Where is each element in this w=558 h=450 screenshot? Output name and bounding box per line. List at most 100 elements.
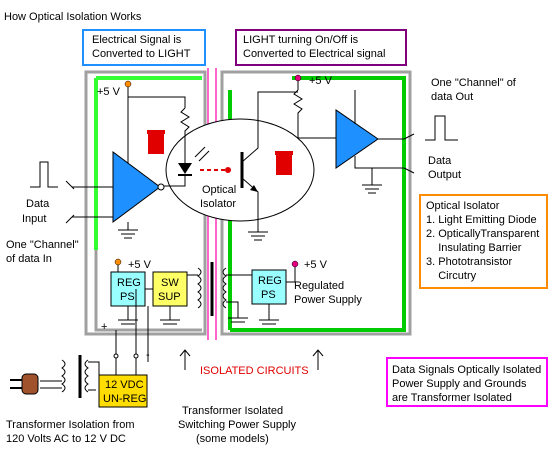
switching-iso-line3: (some models) <box>196 433 269 445</box>
summary-line3: are Transformer Isolated <box>392 392 512 404</box>
pullup-resistor <box>293 89 303 138</box>
barrier-block-right-cap <box>275 151 293 155</box>
regulated-supply-line2: Power Supply <box>294 294 362 306</box>
data-output-line2: Output <box>428 169 461 181</box>
legend-item-2: 2. OpticallyTransparent <box>426 228 539 240</box>
callout-electrical-line2: Converted to LIGHT <box>92 48 191 60</box>
transformer-iso-line2: 120 Volts AC to 12 V DC <box>6 433 126 445</box>
ground-icon <box>118 229 138 239</box>
led-diode <box>178 163 192 174</box>
sw-sup-line2: SUP <box>158 291 181 303</box>
reg-right-out-wire <box>286 267 296 283</box>
output-arrow-bottom <box>403 167 415 174</box>
channel-out-line2: data Out <box>431 91 473 103</box>
switching-iso-line1: Transformer Isolated <box>182 405 283 417</box>
plus5v-left-dot <box>124 80 132 88</box>
plus-sign: + <box>101 321 107 333</box>
channel-in-line2: of data In <box>6 253 52 265</box>
legend-item-1: 1. Light Emitting Diode <box>426 214 537 226</box>
barrier-block-left-cap <box>147 130 165 134</box>
unreg-line1: 12 VDC <box>105 379 144 391</box>
reg-ps-right-line1: REG <box>258 275 282 287</box>
data-output-line1: Data <box>428 155 452 167</box>
legend-item-4: 3. Phototransistor <box>426 256 513 268</box>
output-amplifier <box>335 109 379 169</box>
sw-sup-box <box>152 271 188 307</box>
output-pulse-icon <box>425 115 458 141</box>
left-region-lower <box>94 250 202 332</box>
minus-sign: - <box>146 349 150 361</box>
led-arrow2 <box>198 150 210 162</box>
plus5v-reg-left-dot <box>114 258 122 266</box>
input-amplifier <box>112 151 161 223</box>
plus5v-reg-right-label: +5 V <box>304 259 328 271</box>
switching-iso-line2: Switching Power Supply <box>178 419 297 431</box>
unreg-box <box>98 374 148 408</box>
summary-line2: Power Supply and Grounds <box>392 378 527 390</box>
legend-item-5: Circutry <box>426 270 477 282</box>
barrier-block-right <box>276 155 292 175</box>
output-arrow-top <box>403 133 415 140</box>
led-resistor <box>180 107 190 150</box>
input-transformer-icon <box>61 355 100 398</box>
diagram-title: How Optical Isolation Works <box>4 11 142 23</box>
channel-in-line1: One "Channel" <box>6 239 79 251</box>
ground-icon <box>248 231 268 241</box>
ground-icon <box>228 304 279 325</box>
ground-icon <box>118 306 180 325</box>
plus5v-left-label: +5 V <box>97 86 121 98</box>
data-input-line2: Input <box>22 213 46 225</box>
optical-isolator-line2: Isolator <box>200 198 236 210</box>
sw-sup-line1: SW <box>161 277 179 289</box>
barrier-block-left <box>148 134 164 154</box>
reg-ps-right-line2: PS <box>261 289 276 301</box>
summary-box <box>386 357 548 407</box>
optical-isolator-ellipse <box>165 118 315 222</box>
unreg-leads <box>115 362 137 375</box>
isolated-circuits-label: ISOLATED CIRCUITS <box>200 365 309 377</box>
transformer-iso-line1: Transformer Isolation from <box>6 419 135 431</box>
legend-box <box>419 194 548 289</box>
optical-isolator-line1: Optical <box>202 184 236 196</box>
callout-light-line2: Converted to Electrical signal <box>243 48 385 60</box>
reg-ps-left-line2: PS <box>120 291 135 303</box>
node-minus <box>133 353 139 359</box>
channel-out-line1: One "Channel" of <box>431 77 517 89</box>
input-amp-output-dot <box>157 183 165 191</box>
isolated-arrow-left <box>179 349 191 370</box>
led-arrow1 <box>194 146 206 158</box>
left-region-green <box>94 76 202 250</box>
input-arrow-bottom <box>65 214 75 224</box>
callout-electrical-line1: Electrical Signal is <box>92 34 182 46</box>
legend-item-3: Insulating Barrier <box>426 242 522 254</box>
unreg-line2: UN-REG <box>103 393 146 405</box>
node-plus <box>113 353 119 359</box>
plus5v-right-dot <box>294 74 302 82</box>
led-wires <box>162 150 186 187</box>
plus5v-right-label: +5 V <box>309 75 333 87</box>
callout-electrical-box <box>82 29 206 66</box>
ground-icon <box>362 184 382 194</box>
plus5v-reg-right-dot <box>291 260 299 268</box>
callout-light-line1: LIGHT turning On/Off is <box>243 34 359 46</box>
power-plug-icon <box>10 373 62 395</box>
reg-ps-left-box <box>110 271 146 307</box>
legend-title: Optical Isolator <box>426 200 500 212</box>
regulated-supply-line1: Regulated <box>294 280 344 292</box>
data-input-line1: Data <box>26 198 50 210</box>
callout-light-box <box>235 29 407 66</box>
reg-ps-left-line1: REG <box>117 277 141 289</box>
switching-transformer-icon <box>187 262 252 318</box>
reg-ps-right-box <box>251 269 287 305</box>
emitter-arrow <box>250 185 258 192</box>
output-return-wire <box>354 156 404 169</box>
plus5v-reg-left-label: +5 V <box>128 259 152 271</box>
isolated-arrow-right <box>312 349 324 370</box>
input-pulse-icon <box>30 161 58 188</box>
phototransistor-collector <box>241 91 298 163</box>
input-arrow-top <box>65 180 75 190</box>
summary-line1: Data Signals Optically Isolated <box>392 364 541 376</box>
light-beam-end <box>225 167 231 173</box>
